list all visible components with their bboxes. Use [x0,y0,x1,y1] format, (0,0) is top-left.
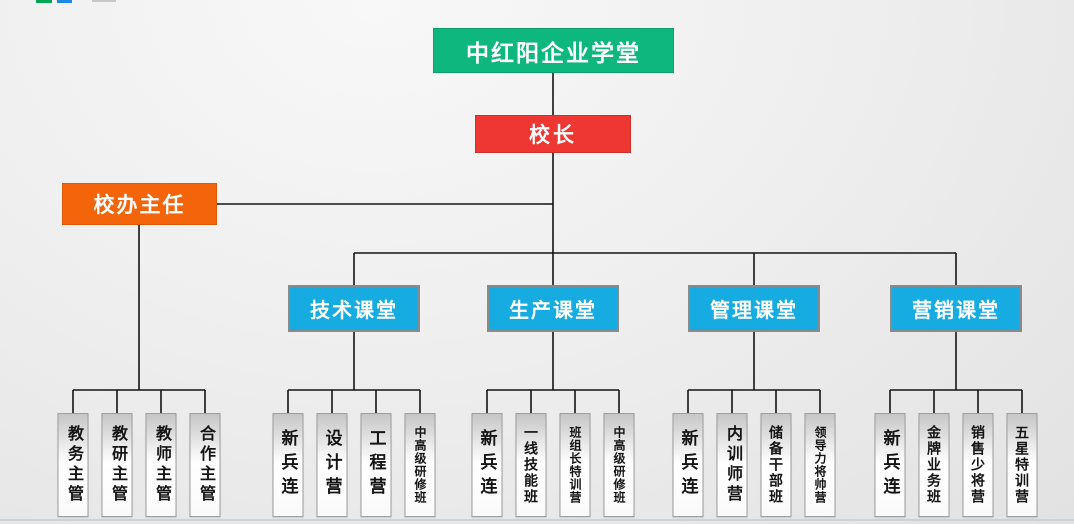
dept-node-label: 技术课堂 [310,300,398,322]
leaf-node[interactable]: 新兵连 [272,413,304,517]
leaf-node[interactable]: 五星特训营 [1006,413,1038,517]
dept-node-label: 营销课堂 [912,300,1000,322]
top-decor-strip-gray [92,0,116,2]
leaf-node[interactable]: 班组长特训营 [559,413,591,517]
leaf-node[interactable]: 合作主管 [189,413,221,517]
leaf-node-label: 内训师营 [724,425,741,505]
leaf-node[interactable]: 内训师营 [716,413,748,517]
top-decor-strip-blue [57,0,72,3]
dept-node-label: 管理课堂 [710,300,798,322]
leaf-group-production: 新兵连 一线技能班 班组长特训营 中高级研修班 [471,413,635,517]
leaf-node[interactable]: 设计营 [316,413,348,517]
leaf-node-label: 领导力将帅营 [813,426,827,504]
leaf-node-label: 一线技能班 [523,425,539,505]
dept-node-production[interactable]: 生产课堂 [487,285,619,332]
leaf-node[interactable]: 教研主管 [101,413,133,517]
leaf-node-label: 中高级研修班 [612,426,626,504]
leaf-node[interactable]: 教师主管 [145,413,177,517]
leaf-node-label: 教务主管 [65,425,82,505]
leaf-group-office-director: 教务主管 教研主管 教师主管 合作主管 [57,413,221,517]
leaf-group-management: 新兵连 内训师营 储备干部班 领导力将帅营 [672,413,836,517]
leaf-node-label: 工程营 [366,429,386,501]
dept-node-management[interactable]: 管理课堂 [688,285,820,332]
leaf-node[interactable]: 一线技能班 [515,413,547,517]
leaf-node-label: 教研主管 [109,425,126,505]
leaf-node[interactable]: 新兵连 [874,413,906,517]
principal-node-label: 校长 [529,124,577,147]
leaf-node[interactable]: 金牌业务班 [918,413,950,517]
dept-node-label: 生产课堂 [509,300,597,322]
office-director-node[interactable]: 校办主任 [62,183,217,225]
principal-node[interactable]: 校长 [475,115,631,153]
leaf-node[interactable]: 新兵连 [672,413,704,517]
dept-node-marketing[interactable]: 营销课堂 [890,285,1022,332]
top-decor-strip-green [36,0,52,3]
root-node[interactable]: 中红阳企业学堂 [433,28,674,73]
leaf-node-label: 教师主管 [153,425,170,505]
leaf-node[interactable]: 中高级研修班 [603,413,635,517]
leaf-node[interactable]: 中高级研修班 [404,413,436,517]
leaf-node[interactable]: 销售少将营 [962,413,994,517]
leaf-node-label: 新兵连 [278,429,298,501]
leaf-node[interactable]: 工程营 [360,413,392,517]
leaf-node-label: 储备干部班 [768,425,784,505]
bottom-divider-line [0,519,1074,521]
leaf-node-label: 金牌业务班 [926,425,942,505]
leaf-node[interactable]: 教务主管 [57,413,89,517]
leaf-node-label: 新兵连 [678,429,698,501]
leaf-node-label: 合作主管 [197,425,214,505]
leaf-node-label: 五星特训营 [1014,425,1030,505]
leaf-node-label: 新兵连 [477,429,497,501]
leaf-node-label: 销售少将营 [970,425,986,505]
leaf-node-label: 新兵连 [880,429,900,501]
leaf-node-label: 设计营 [322,429,342,501]
leaf-node-label: 中高级研修班 [413,426,427,504]
leaf-group-technology: 新兵连 设计营 工程营 中高级研修班 [272,413,436,517]
leaf-group-marketing: 新兵连 金牌业务班 销售少将营 五星特训营 [874,413,1038,517]
leaf-node[interactable]: 领导力将帅营 [804,413,836,517]
leaf-node[interactable]: 储备干部班 [760,413,792,517]
root-node-label: 中红阳企业学堂 [466,39,641,66]
leaf-node-label: 班组长特训营 [568,426,582,504]
office-director-node-label: 校办主任 [93,194,186,217]
dept-node-technology[interactable]: 技术课堂 [288,285,420,332]
leaf-node[interactable]: 新兵连 [471,413,503,517]
